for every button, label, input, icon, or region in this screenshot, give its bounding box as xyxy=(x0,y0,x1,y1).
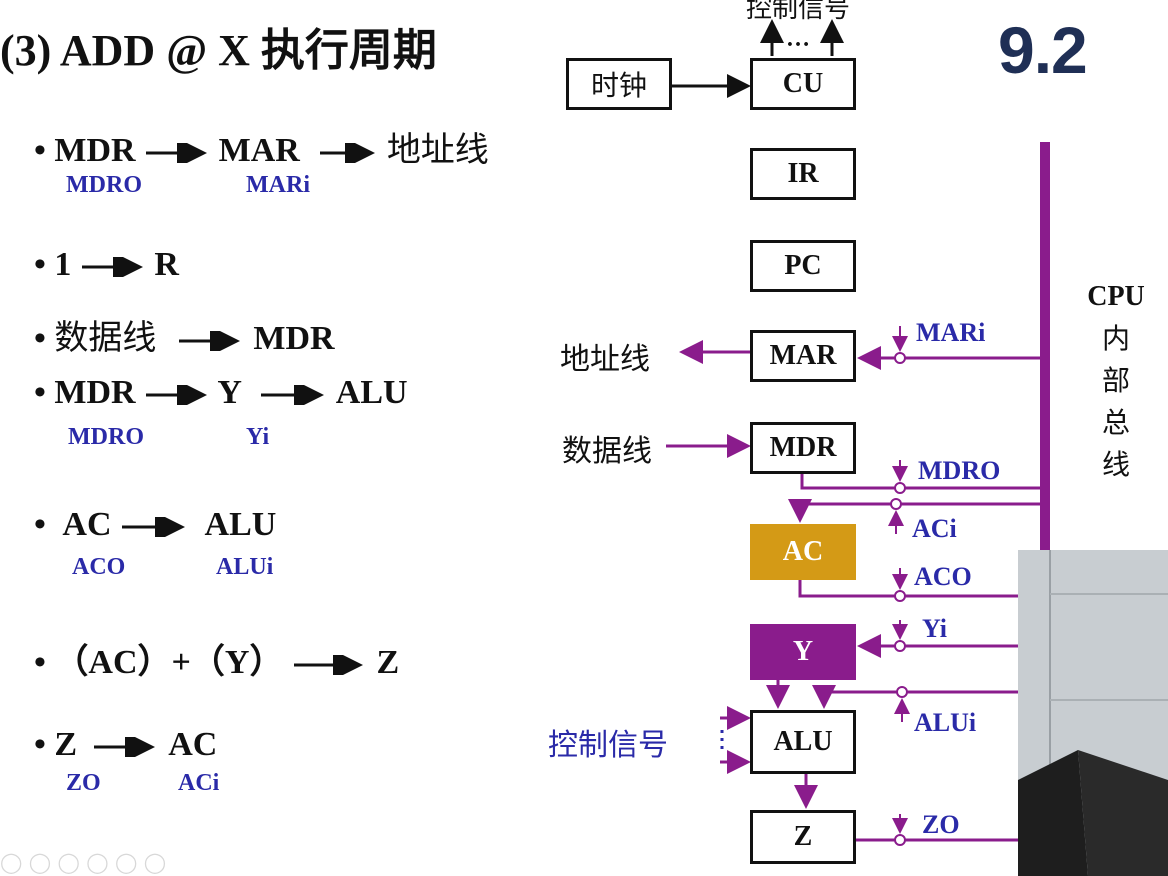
signal-alu-i: ALUi xyxy=(914,708,977,737)
step-5-from: AC xyxy=(62,506,112,543)
clock-box: 时钟 xyxy=(566,58,672,110)
pen-icon[interactable]: ◯ xyxy=(57,850,80,874)
pc-box: PC xyxy=(750,240,856,292)
ellipsis-dots: … xyxy=(786,26,810,52)
mdr-box: MDR xyxy=(750,422,856,474)
presentation-toolbar: ◯ ◯ ◯ ◯ ◯ ◯ xyxy=(0,850,166,874)
step-6-to: Z xyxy=(376,644,400,681)
ir-box: IR xyxy=(750,148,856,200)
control-signal-top-label: 控制信号 xyxy=(746,0,851,24)
mar-box: MAR xyxy=(750,330,856,382)
signal-mar-i: MARi xyxy=(916,318,986,347)
step-3: • 数据线 MDR xyxy=(34,318,335,358)
step-4-to: Y xyxy=(217,374,241,411)
step-6: • （AC）+（Y） Z xyxy=(34,644,400,681)
step-4-from: MDR xyxy=(54,374,136,411)
slides-icon[interactable]: ◯ xyxy=(86,850,109,874)
cpu-bus-label: CPU 内 部 总 线 xyxy=(1087,281,1145,481)
arrow-right-icon xyxy=(146,385,208,406)
signal-ac-o: ACO xyxy=(914,562,972,591)
signal-z-o: ZO xyxy=(922,810,960,839)
arrow-right-icon xyxy=(122,517,186,538)
signal-mdr-o: MDRO xyxy=(918,456,1001,485)
data-line-label: 数据线 xyxy=(562,434,652,469)
step-2: • 1 R xyxy=(34,246,179,283)
step-5: • AC ALU xyxy=(34,506,277,543)
arrow-right-icon xyxy=(261,385,325,406)
more-icon[interactable]: ◯ xyxy=(143,850,167,874)
step-5-sub-to: ALUi xyxy=(216,554,274,580)
arrow-right-icon xyxy=(178,331,240,352)
step-1-sub-to: MARi xyxy=(246,172,310,198)
z-box: Z xyxy=(750,810,856,864)
step-4-to2: ALU xyxy=(335,374,408,411)
alu-box: ALU xyxy=(750,710,856,774)
step-1: • MDR MAR 地址线 xyxy=(34,130,489,170)
arrow-right-icon xyxy=(146,143,208,164)
step-7-sub-from: ZO xyxy=(66,770,101,796)
step-7-from: Z xyxy=(54,726,78,763)
zoom-icon[interactable]: ◯ xyxy=(115,850,138,874)
arrow-right-icon xyxy=(81,257,143,278)
step-1-sub-from: MDRO xyxy=(66,172,142,198)
address-line-label: 地址线 xyxy=(560,342,650,377)
step-1-from: MDR xyxy=(54,132,136,169)
y-box: Y xyxy=(750,624,856,680)
step-5-sub-from: ACO xyxy=(72,554,126,580)
arrow-right-icon xyxy=(320,143,376,164)
step-3-to: MDR xyxy=(253,320,335,357)
step-7: • Z AC xyxy=(34,726,218,763)
step-4-sub-to: Yi xyxy=(246,424,270,450)
signal-ac-i: ACi xyxy=(912,514,957,543)
slide-title: (3) ADD @ X 执行周期 xyxy=(0,26,437,75)
next-slide-icon[interactable]: ◯ xyxy=(28,850,52,874)
webcam-frame-image xyxy=(1018,550,1168,876)
step-7-to: AC xyxy=(168,726,218,763)
arrow-right-icon xyxy=(93,737,155,758)
prev-slide-icon[interactable]: ◯ xyxy=(0,850,23,874)
step-4: • MDR Y ALU xyxy=(34,374,408,411)
arrow-right-icon xyxy=(293,655,363,676)
step-2-from: 1 xyxy=(54,246,72,283)
step-6-from: （AC）+（Y） xyxy=(54,644,284,681)
slide-number: 9.2 xyxy=(998,13,1088,87)
ac-box: AC xyxy=(750,524,856,580)
signal-y-i: Yi xyxy=(922,614,948,643)
step-5-to: ALU xyxy=(204,506,277,543)
webcam-overlay xyxy=(1018,550,1168,876)
step-2-to: R xyxy=(154,246,179,283)
step-1-to2: 地址线 xyxy=(386,130,489,170)
cu-box: CU xyxy=(750,58,856,110)
step-1-to: MAR xyxy=(218,132,300,169)
control-signal-label: 控制信号 xyxy=(548,728,668,763)
step-3-from: 数据线 xyxy=(54,318,157,358)
step-4-sub-from: MDRO xyxy=(68,424,144,450)
step-7-sub-to: ACi xyxy=(178,770,220,796)
